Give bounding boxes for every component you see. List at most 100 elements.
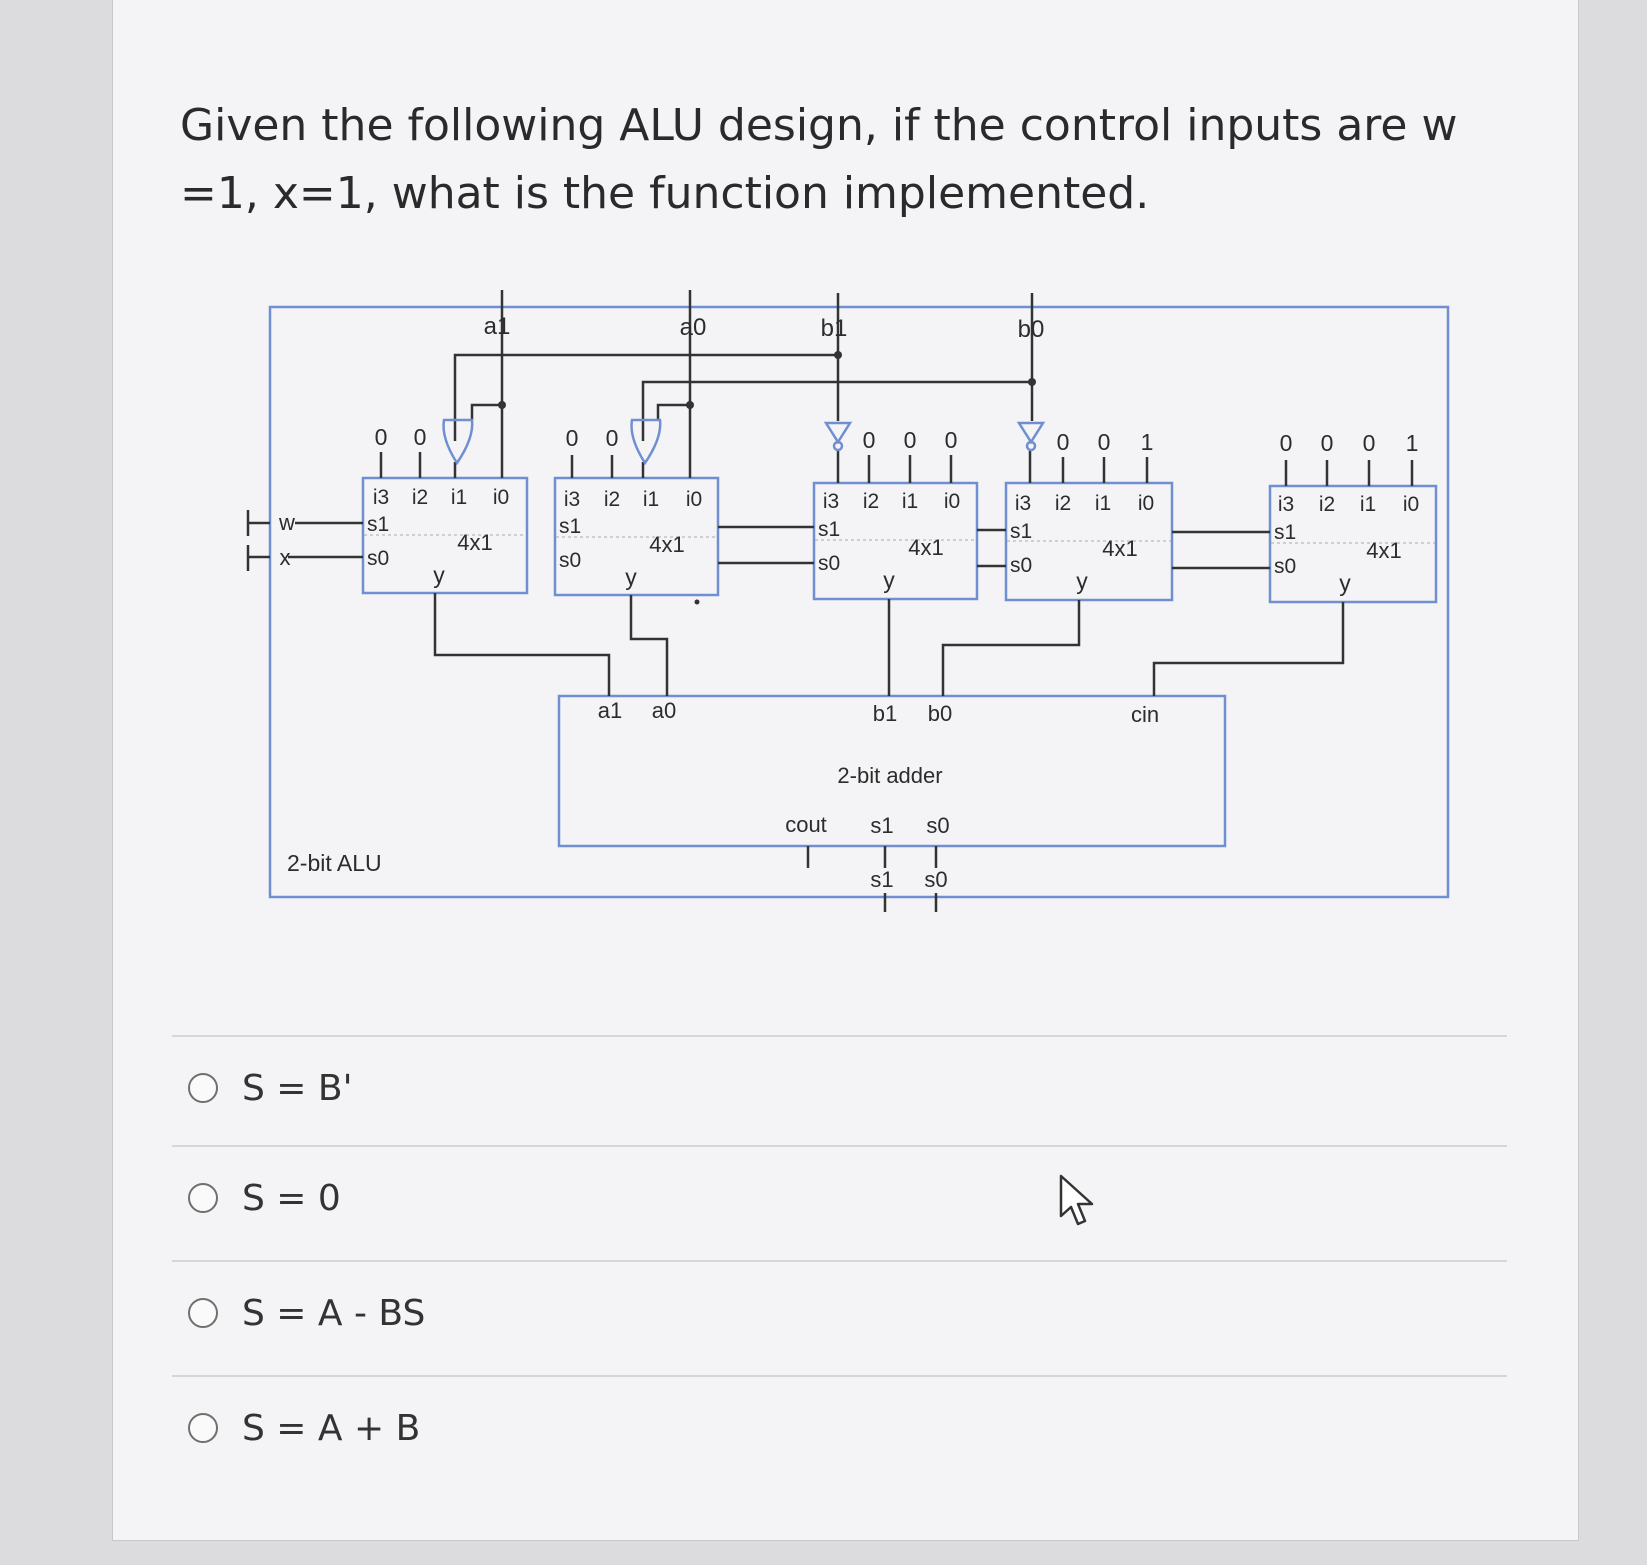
alu-label: 2-bit ALU	[287, 850, 382, 876]
divider	[172, 1035, 1507, 1037]
not-gate-1	[823, 421, 853, 445]
mux4-const-i2: 0	[1057, 429, 1070, 455]
mux4-pin-s0: s0	[1010, 554, 1032, 577]
option-label: S = 0	[242, 1177, 341, 1219]
mux2-pin-y: y	[625, 564, 637, 590]
mux3-pin-i2: i2	[863, 490, 879, 513]
radio-button[interactable]	[188, 1073, 218, 1103]
mux-box-1	[361, 476, 529, 595]
mux5-pin-i2: i2	[1319, 493, 1335, 516]
mux5-pin-i0: i0	[1403, 493, 1419, 516]
option-s-equals-b-complement[interactable]: S = B'	[188, 1063, 353, 1113]
adder-input-cin: cin	[1131, 702, 1159, 727]
adder-output-s1: s1	[870, 813, 893, 838]
mux3-pin-i0: i0	[944, 490, 960, 513]
option-label: S = A - BS	[242, 1292, 426, 1334]
mux3-pin-i1: i1	[902, 490, 918, 513]
adder-output-cout: cout	[785, 812, 827, 837]
input-label-b1: b1	[821, 315, 848, 342]
or-gate-1	[442, 418, 474, 466]
mux5-label: 4x1	[1366, 538, 1401, 563]
mux3-pin-i3: i3	[823, 490, 839, 513]
output-label-s1: s1	[870, 867, 893, 892]
mux4-pin-i1: i1	[1095, 492, 1111, 515]
option-s-equals-a-minus-bs[interactable]: S = A - BS	[188, 1288, 425, 1338]
question-text: Given the following ALU design, if the c…	[180, 100, 1458, 219]
adder-input-b0: b0	[928, 701, 952, 726]
adder-input-a0: a0	[652, 698, 676, 723]
radio-button[interactable]	[188, 1183, 218, 1213]
mux4-pin-s1: s1	[1010, 520, 1032, 543]
mux5-pin-i1: i1	[1360, 493, 1376, 516]
mux1-pin-s1: s1	[367, 513, 389, 536]
mux1-const-i3: 0	[375, 424, 388, 450]
radio-button[interactable]	[188, 1413, 218, 1443]
mux2-const-i2: 0	[606, 425, 619, 451]
mux4-pin-i0: i0	[1138, 492, 1154, 515]
input-label-b0: b0	[1018, 316, 1045, 343]
question-card	[112, 0, 1579, 1541]
adder-label: 2-bit adder	[837, 763, 942, 788]
control-label-w: w	[278, 510, 295, 535]
mux2-pin-s0: s0	[559, 549, 581, 572]
mouse-pointer-icon	[1059, 1174, 1094, 1226]
mux2-pin-i2: i2	[604, 488, 620, 511]
option-label: S = A + B	[242, 1407, 421, 1449]
mux1-pin-y: y	[433, 562, 445, 588]
adder-box	[557, 694, 1227, 848]
not-gate-2	[1016, 421, 1046, 445]
mux3-label: 4x1	[908, 535, 943, 560]
mux1-const-i2: 0	[414, 424, 427, 450]
option-label: S = B'	[242, 1067, 353, 1109]
mux2-pin-s1: s1	[559, 515, 581, 538]
mux3-const-i0: 0	[945, 427, 958, 453]
mux2-label: 4x1	[649, 532, 684, 557]
mux4-pin-i3: i3	[1015, 492, 1031, 515]
mux1-pin-s0: s0	[367, 547, 389, 570]
radio-button[interactable]	[188, 1298, 218, 1328]
mux5-pin-s0: s0	[1274, 555, 1296, 578]
output-label-s0: s0	[924, 867, 947, 892]
mux-box-3	[812, 481, 979, 601]
alu-diagram: a1 a0 b1 b0 w x 0 0 0 0 0 0 0 0 0 1 0 0 …	[246, 290, 1450, 912]
mux1-label: 4x1	[457, 530, 492, 555]
mux1-pin-i3: i3	[373, 486, 389, 509]
mux1-pin-i2: i2	[412, 486, 428, 509]
divider	[172, 1260, 1507, 1262]
adder-output-s0: s0	[926, 813, 949, 838]
mux3-const-i1: 0	[904, 427, 917, 453]
mux1-pin-i0: i0	[493, 486, 509, 509]
mux4-pin-y: y	[1076, 568, 1088, 594]
mux5-pin-y: y	[1339, 570, 1351, 596]
mux4-pin-i2: i2	[1055, 492, 1071, 515]
mux5-pin-s1: s1	[1274, 521, 1296, 544]
mux4-const-i0: 1	[1141, 429, 1154, 455]
mux-box-5	[1268, 484, 1438, 604]
or-gate-2	[630, 418, 662, 466]
mux3-pin-y: y	[883, 567, 895, 593]
adder-input-b1: b1	[873, 701, 897, 726]
option-s-equals-a-plus-b[interactable]: S = A + B	[188, 1403, 420, 1453]
input-label-a0: a0	[680, 314, 707, 341]
mux-box-4	[1004, 481, 1174, 602]
control-label-x: x	[280, 545, 291, 570]
divider	[172, 1145, 1507, 1147]
mux5-const-i2: 0	[1321, 430, 1334, 456]
divider	[172, 1375, 1507, 1377]
mux2-pin-i3: i3	[564, 488, 580, 511]
mux2-pin-i0: i0	[686, 488, 702, 511]
mux5-const-i0: 1	[1406, 430, 1419, 456]
adder-input-a1: a1	[598, 698, 622, 723]
mux5-pin-i3: i3	[1278, 493, 1294, 516]
mux4-label: 4x1	[1102, 536, 1137, 561]
mux2-pin-i1: i1	[643, 488, 659, 511]
alu-box	[268, 305, 1450, 899]
mux2-const-i3: 0	[566, 425, 579, 451]
mux3-pin-s1: s1	[818, 518, 840, 541]
mux3-pin-s0: s0	[818, 552, 840, 575]
mux5-const-i3: 0	[1280, 430, 1293, 456]
mux5-const-i1: 0	[1363, 430, 1376, 456]
mux-box-2	[553, 476, 720, 597]
option-s-equals-zero[interactable]: S = 0	[188, 1173, 341, 1223]
mux4-const-i1: 0	[1098, 429, 1111, 455]
